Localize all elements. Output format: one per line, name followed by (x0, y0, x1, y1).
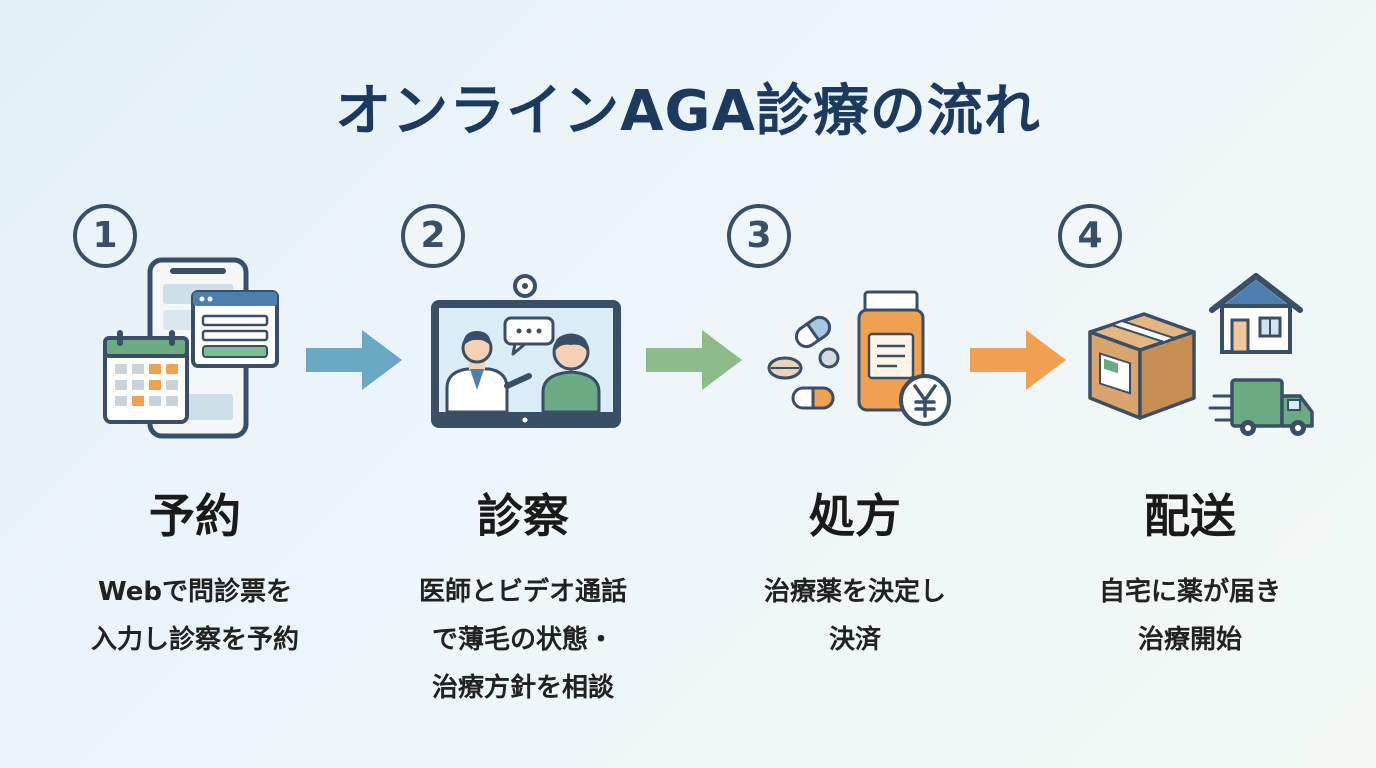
tablet-icon (767, 347, 840, 380)
package-box-icon (1088, 312, 1196, 420)
step-description: 治療薬を決定し 決済 (705, 568, 1005, 664)
step-number: 2 (401, 204, 465, 268)
step-delivery: 4 配送 自宅に薬が届き (1040, 200, 1340, 720)
flow-arrow (970, 330, 1066, 390)
step-prescription: 3 処方 治療薬を決定し 決済 (705, 200, 1005, 720)
consultation-illustration (431, 274, 621, 428)
step-title: 予約 (149, 489, 241, 543)
patient-icon (541, 333, 601, 414)
step-description: 医師とビデオ通話 で薄毛の状態・ 治療方針を相談 (373, 568, 673, 712)
step-description-line: 治療方針を相談 (431, 673, 614, 703)
step-consultation: 2 診察 医師とビデオ通 (373, 200, 673, 720)
step-description: 自宅に薬が届き 治療開始 (1040, 568, 1340, 664)
step-title: 配送 (1144, 489, 1236, 543)
web-form-icon (191, 290, 279, 368)
step-description: Webで問診票を 入力し診察を予約 (45, 568, 345, 664)
step-description-line: 治療開始 (1137, 625, 1242, 655)
step-description-line: 入力し診察を予約 (90, 625, 299, 655)
flow-arrow (306, 330, 402, 390)
pill-bottle-icon (857, 290, 925, 412)
step-number: 3 (727, 204, 791, 268)
step-description-line: Webで問診票を (98, 577, 292, 607)
reservation-illustration (103, 257, 279, 439)
step-description-line: 医師とビデオ通話 (418, 577, 627, 607)
capsule-icon (791, 315, 835, 410)
doctor-icon (445, 331, 532, 414)
step-number: 4 (1058, 204, 1122, 268)
delivery-illustration (1088, 273, 1314, 436)
step-description-line: 自宅に薬が届き (1098, 577, 1281, 607)
flow-arrow (646, 330, 742, 390)
step-title: 診察 (477, 489, 569, 543)
step-description-line: 決済 (828, 625, 881, 655)
step-number: 1 (73, 204, 137, 268)
page-title: オンラインAGA診療の流れ (335, 79, 1041, 144)
step-description-line: 治療薬を決定し (763, 577, 946, 607)
chat-bubble-icon (503, 316, 555, 356)
step-title: 処方 (809, 489, 901, 543)
delivery-truck-icon (1208, 378, 1314, 436)
step-description-line: で薄毛の状態・ (431, 625, 614, 655)
yen-coin-icon (899, 374, 951, 426)
prescription-illustration (767, 290, 951, 426)
calendar-icon (103, 330, 189, 424)
house-icon (1209, 273, 1303, 354)
step-reservation: 1 (45, 200, 345, 720)
